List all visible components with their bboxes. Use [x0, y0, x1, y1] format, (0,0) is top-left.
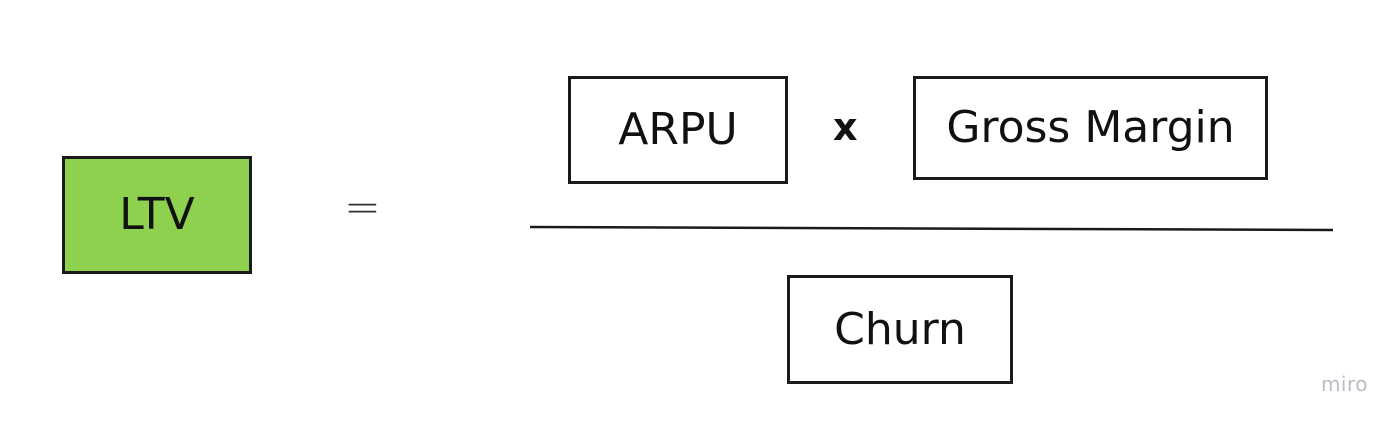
gross-margin-box: Gross Margin [913, 76, 1268, 180]
fraction-bar-line [529, 225, 1334, 232]
equals-sign: = [344, 182, 381, 233]
churn-label: Churn [834, 303, 966, 355]
arpu-label: ARPU [618, 104, 738, 155]
ltv-label: LTV [119, 189, 195, 240]
miro-watermark: miro [1320, 372, 1368, 396]
gross-margin-label: Gross Margin [946, 102, 1235, 153]
churn-box: Churn [787, 275, 1013, 384]
ltv-box: LTV [62, 156, 252, 274]
arpu-box: ARPU [568, 76, 788, 184]
multiply-operator: x [833, 105, 858, 149]
